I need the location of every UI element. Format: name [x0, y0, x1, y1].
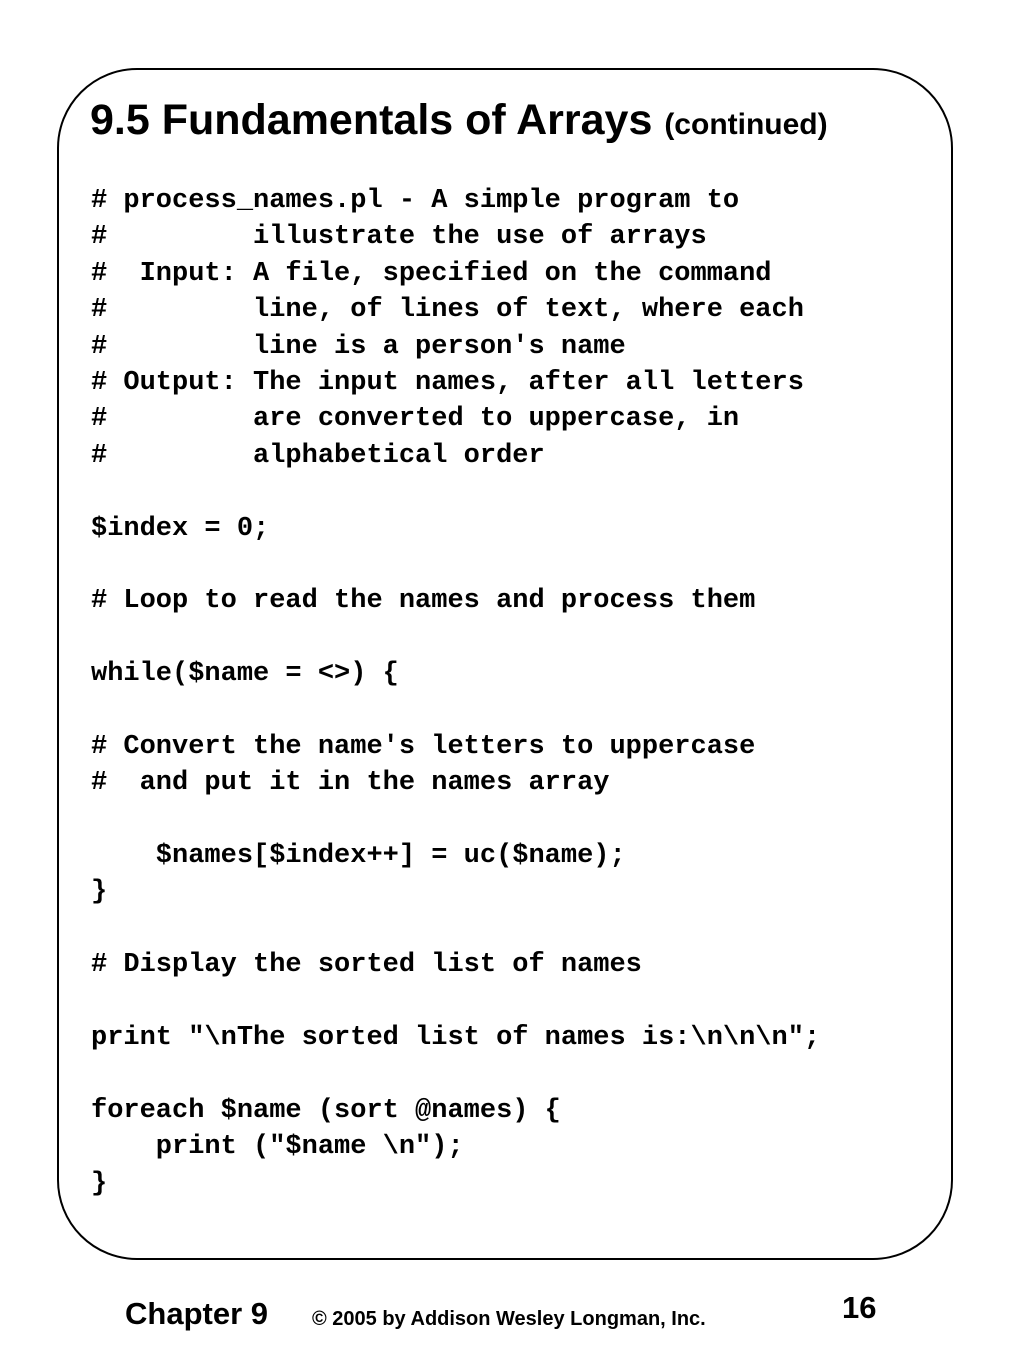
code-line: # alphabetical order	[91, 440, 545, 471]
code-line: while($name = <>) {	[91, 659, 399, 690]
slide-border	[57, 68, 953, 1260]
code-line: print ("$name \n");	[91, 1132, 464, 1163]
slide-title: 9.5 Fundamentals of Arrays (continued)	[90, 94, 828, 151]
code-line: # Loop to read the names and process the…	[91, 586, 756, 617]
code-line	[91, 802, 820, 838]
code-line: # Input: A file, specified on the comman…	[91, 258, 772, 289]
code-line	[91, 911, 820, 947]
page-number: 16	[842, 1290, 877, 1325]
code-line: # and put it in the names array	[91, 768, 610, 799]
code-line: # Convert the name's letters to uppercas…	[91, 731, 756, 762]
code-line: # are converted to uppercase, in	[91, 404, 740, 435]
code-line: }	[91, 877, 108, 908]
code-line	[91, 547, 820, 583]
code-line: $names[$index++] = uc($name);	[91, 841, 626, 872]
code-line: # line, of lines of text, where each	[91, 295, 804, 326]
code-listing: # process_names.pl - A simple program to…	[91, 183, 820, 1202]
code-line: # Output: The input names, after all let…	[91, 367, 804, 398]
footer-copyright: © 2005 by Addison Wesley Longman, Inc.	[312, 1308, 706, 1330]
code-line: $index = 0;	[91, 513, 270, 544]
code-line: # illustrate the use of arrays	[91, 222, 707, 253]
footer-chapter: Chapter 9	[125, 1296, 268, 1331]
code-line	[91, 620, 820, 656]
code-line: # process_names.pl - A simple program to	[91, 186, 740, 216]
code-line: # line is a person's name	[91, 331, 626, 362]
code-line	[91, 692, 820, 728]
code-line: }	[91, 1168, 108, 1199]
code-line: # Display the sorted list of names	[91, 950, 642, 981]
code-line: foreach $name (sort @names) {	[91, 1095, 561, 1126]
slide-title-suffix: (continued)	[664, 108, 828, 141]
code-line	[91, 474, 820, 510]
code-line: print "\nThe sorted list of names is:\n\…	[91, 1022, 821, 1053]
code-line	[91, 984, 820, 1020]
slide-title-text: 9.5 Fundamentals of Arrays	[90, 96, 653, 144]
code-line	[91, 1056, 820, 1092]
